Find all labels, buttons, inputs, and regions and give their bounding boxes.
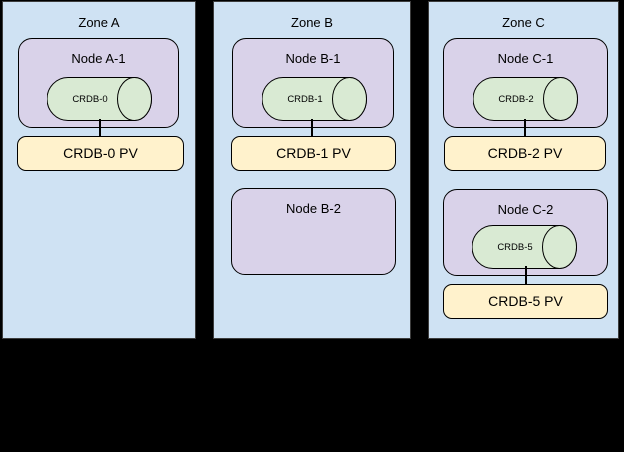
node-a1-label: Node A-1 (71, 51, 126, 66)
pv-crdb-0-label: CRDB-0 PV (63, 145, 138, 161)
node-b1-label: Node B-1 (285, 51, 341, 66)
node-a1: Node A-1 CRDB-0 (18, 38, 179, 128)
pod-crdb-2-label: CRDB-2 (498, 93, 534, 105)
pv-crdb-5-label: CRDB-5 PV (488, 293, 563, 309)
node-b1: Node B-1 CRDB-1 (232, 38, 394, 128)
pv-crdb-2-label: CRDB-2 PV (487, 145, 563, 161)
node-c2-label: Node C-2 (497, 202, 554, 217)
pod-crdb-2: CRDB-2 (473, 77, 578, 121)
connector-crdb-0-to-pv (99, 119, 101, 137)
database-cylinder-icon (47, 77, 152, 121)
node-b2: Node B-2 (231, 188, 396, 275)
pv-crdb-0: CRDB-0 PV (17, 136, 184, 171)
database-cylinder-icon (472, 225, 577, 269)
pv-crdb-5: CRDB-5 PV (443, 284, 608, 319)
zone-c: Zone C Node C-1 CRDB-2 CRDB-2 PV Node C-… (428, 1, 619, 339)
zone-c-label: Zone C (502, 15, 545, 30)
zone-a: Zone A Node A-1 CRDB-0 CRDB-0 PV (2, 1, 196, 339)
node-c1-label: Node C-1 (497, 51, 554, 66)
pod-crdb-1-label: CRDB-1 (287, 93, 323, 105)
connector-crdb-1-to-pv (311, 119, 313, 137)
pod-crdb-5-label: CRDB-5 (497, 241, 533, 253)
node-c1: Node C-1 CRDB-2 (443, 38, 608, 128)
pv-crdb-2: CRDB-2 PV (444, 136, 606, 171)
pod-crdb-0: CRDB-0 (47, 77, 152, 121)
connector-crdb-2-to-pv (524, 119, 526, 137)
database-cylinder-icon (473, 77, 578, 121)
node-b2-label: Node B-2 (286, 201, 341, 216)
pv-crdb-1: CRDB-1 PV (231, 136, 396, 171)
zone-a-label: Zone A (78, 15, 120, 30)
node-c2: Node C-2 CRDB-5 (443, 189, 608, 276)
pod-crdb-0-label: CRDB-0 (72, 93, 108, 105)
connector-crdb-5-to-pv (525, 266, 527, 285)
zone-b-label: Zone B (291, 15, 333, 30)
database-cylinder-icon (262, 77, 367, 121)
zone-b: Zone B Node B-1 CRDB-1 CRDB-1 PV Node B-… (213, 1, 411, 339)
pod-crdb-5: CRDB-5 (472, 225, 577, 269)
pod-crdb-1: CRDB-1 (262, 77, 367, 121)
pv-crdb-1-label: CRDB-1 PV (276, 145, 351, 161)
